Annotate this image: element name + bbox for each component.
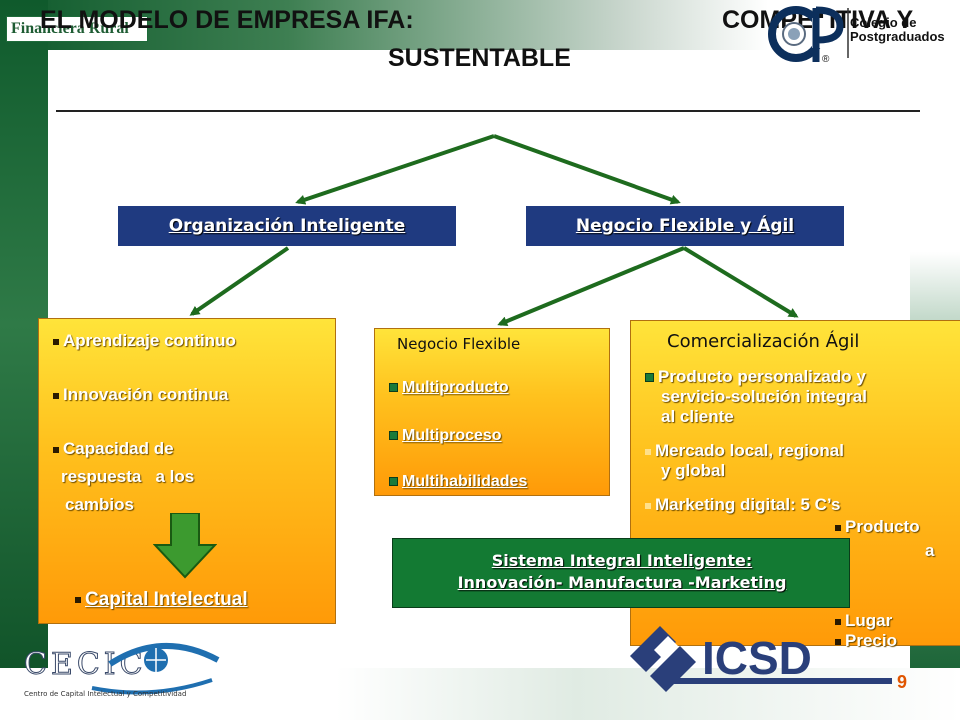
sub-item-precio-label: Precio xyxy=(845,631,897,650)
cecic-wordmark: CECIC xyxy=(24,647,147,682)
bullet-icon xyxy=(53,392,59,399)
box-organizacion-inteligente: Organización Inteligente xyxy=(118,206,456,246)
left-item-3: Capacidad de xyxy=(53,439,174,459)
bullet-icon xyxy=(389,477,398,487)
left-item-3-label: Capacidad de xyxy=(63,439,174,458)
mid-item-3: Multihabilidades xyxy=(389,473,527,491)
cp-seal-inner xyxy=(788,28,800,40)
box-negocio-flexible: Negocio Flexible y Ágil xyxy=(526,206,844,246)
brand-right-line1: Colegio de xyxy=(850,15,917,30)
bullet-icon xyxy=(645,373,654,383)
sub-item-producto-label: Producto xyxy=(845,517,920,536)
right-item-2-line2: y global xyxy=(661,461,726,480)
icsd-logo: ICSD xyxy=(630,626,892,692)
sistema-integral-line2: Innovación- Manufactura -Marketing xyxy=(457,573,787,592)
sub-item-lugar: Lugar xyxy=(835,611,892,631)
bullet-icon xyxy=(53,338,59,345)
right-item-2: Mercado local, regional xyxy=(645,441,844,461)
icsd-emblem-icon xyxy=(630,626,696,692)
bullet-icon xyxy=(75,596,81,603)
bullet-icon xyxy=(53,446,59,453)
down-arrow-icon xyxy=(153,513,217,579)
left-item-1: Aprendizaje continuo xyxy=(53,331,236,351)
cecic-logo: CECIC Centro de Capital Intelectual y Co… xyxy=(24,642,220,698)
left-item-3-line3: cambios xyxy=(65,495,134,514)
bullet-icon xyxy=(835,618,841,625)
mid-item-2: Multiproceso xyxy=(389,427,502,445)
sub-item-precio: Precio xyxy=(835,631,897,651)
cecic-swoosh-lower xyxy=(91,678,213,695)
financiera-rural-logo: Financiera Rural xyxy=(6,16,148,42)
sistema-integral-line1: Sistema Integral Inteligente: xyxy=(491,551,753,570)
capital-intelectual-text: Capital Intelectual xyxy=(85,589,248,610)
right-item-3: Marketing digital: 5 C’s xyxy=(645,495,840,515)
sub-item-lugar-label: Lugar xyxy=(845,611,893,630)
mid-item-2-label: Multiproceso xyxy=(402,427,502,444)
page-number: 9 xyxy=(897,672,908,692)
arrow-to-right-panel xyxy=(682,246,799,318)
sub-item-producto: Producto xyxy=(835,517,920,537)
sistema-integral-box: Sistema Integral Inteligente: Innovación… xyxy=(392,538,850,608)
colegio-postgraduados-text: Colegio de Postgraduados xyxy=(850,16,945,44)
right-item-1-line1: Producto personalizado y xyxy=(658,367,866,386)
cp-p-shape xyxy=(812,6,844,62)
right-item-3-label: Marketing digital: 5 C’s xyxy=(655,495,841,514)
right-item-1: Producto personalizado y xyxy=(645,367,866,387)
registered-mark: ® xyxy=(822,54,830,65)
colegio-postgraduados-logo: ® xyxy=(768,6,849,65)
page-title-line2: SUSTENTABLE xyxy=(388,44,571,72)
globe-lines xyxy=(146,648,166,672)
arrow-to-left-panel xyxy=(189,246,290,316)
brand-right-line2: Postgraduados xyxy=(850,29,945,44)
mid-item-1: Multiproducto xyxy=(389,379,509,397)
right-item-1-line2: servicio-solución integral xyxy=(661,387,867,406)
mid-item-3-label: Multihabilidades xyxy=(402,473,528,490)
bullet-icon xyxy=(645,448,651,455)
right-panel-title: Comercialización Ágil xyxy=(667,331,860,352)
panel-capital-intelectual: Aprendizaje continuo Innovación continua… xyxy=(38,318,336,624)
left-item-2: Innovación continua xyxy=(53,385,228,405)
title-divider xyxy=(56,110,920,112)
icsd-wordmark: ICSD xyxy=(702,632,812,684)
page-title: EL MODELO DE EMPRESA IFA: xyxy=(40,6,414,34)
sub-item-partial: a xyxy=(925,541,935,560)
arrow-to-negocio xyxy=(493,134,681,205)
right-item-1-line3: al cliente xyxy=(661,407,734,426)
financiera-rural-text: Financiera Rural xyxy=(11,20,129,37)
panel-negocio-flexible: Negocio Flexible Multiproducto Multiproc… xyxy=(374,328,610,496)
bullet-icon xyxy=(645,502,651,509)
bullet-icon xyxy=(389,383,398,393)
bullet-icon xyxy=(389,431,398,441)
bullet-icon xyxy=(835,524,841,531)
left-item-1-label: Aprendizaje continuo xyxy=(63,331,236,350)
cecic-swoosh xyxy=(108,642,220,667)
mid-item-1-label: Multiproducto xyxy=(402,379,509,396)
cecic-caption: Centro de Capital Intelectual y Competit… xyxy=(24,690,186,698)
mid-panel-title: Negocio Flexible xyxy=(397,335,521,353)
left-item-3-line2: respuesta a los xyxy=(61,467,195,486)
arrow-to-mid-panel xyxy=(497,246,685,326)
left-item-2-label: Innovación continua xyxy=(63,385,229,404)
bullet-icon xyxy=(835,638,841,645)
icsd-underbar xyxy=(672,678,892,684)
right-item-2-line1: Mercado local, regional xyxy=(655,441,844,460)
arrow-to-org xyxy=(295,134,495,205)
capital-intelectual-label: Capital Intelectual xyxy=(75,589,248,611)
footer-band xyxy=(0,668,960,720)
